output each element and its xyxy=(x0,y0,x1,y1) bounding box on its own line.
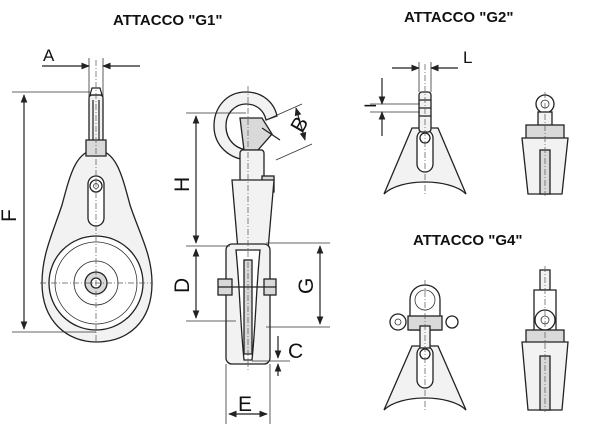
dim-label-i: I xyxy=(361,103,380,108)
dim-label-a: A xyxy=(43,46,55,65)
dim-label-b: B xyxy=(286,113,313,137)
dim-label-c: C xyxy=(288,340,303,363)
g2-side-view xyxy=(521,92,569,196)
dim-label-l: L xyxy=(463,48,472,67)
dim-label-f: F xyxy=(0,209,21,222)
g4-front-view xyxy=(383,280,467,411)
g1-side-view xyxy=(186,86,330,424)
g1-front-view xyxy=(12,58,153,343)
title-g2: ATTACCO "G2" xyxy=(404,9,514,26)
dim-label-h: H xyxy=(171,177,194,192)
g2-front-view xyxy=(370,62,467,195)
dim-label-d: D xyxy=(171,278,194,293)
dim-label-g: G xyxy=(295,278,318,294)
g4-side-view xyxy=(521,266,569,412)
title-g1: ATTACCO "G1" xyxy=(113,12,223,29)
title-g4: ATTACCO "G4" xyxy=(413,232,523,249)
dim-label-e: E xyxy=(238,393,252,416)
